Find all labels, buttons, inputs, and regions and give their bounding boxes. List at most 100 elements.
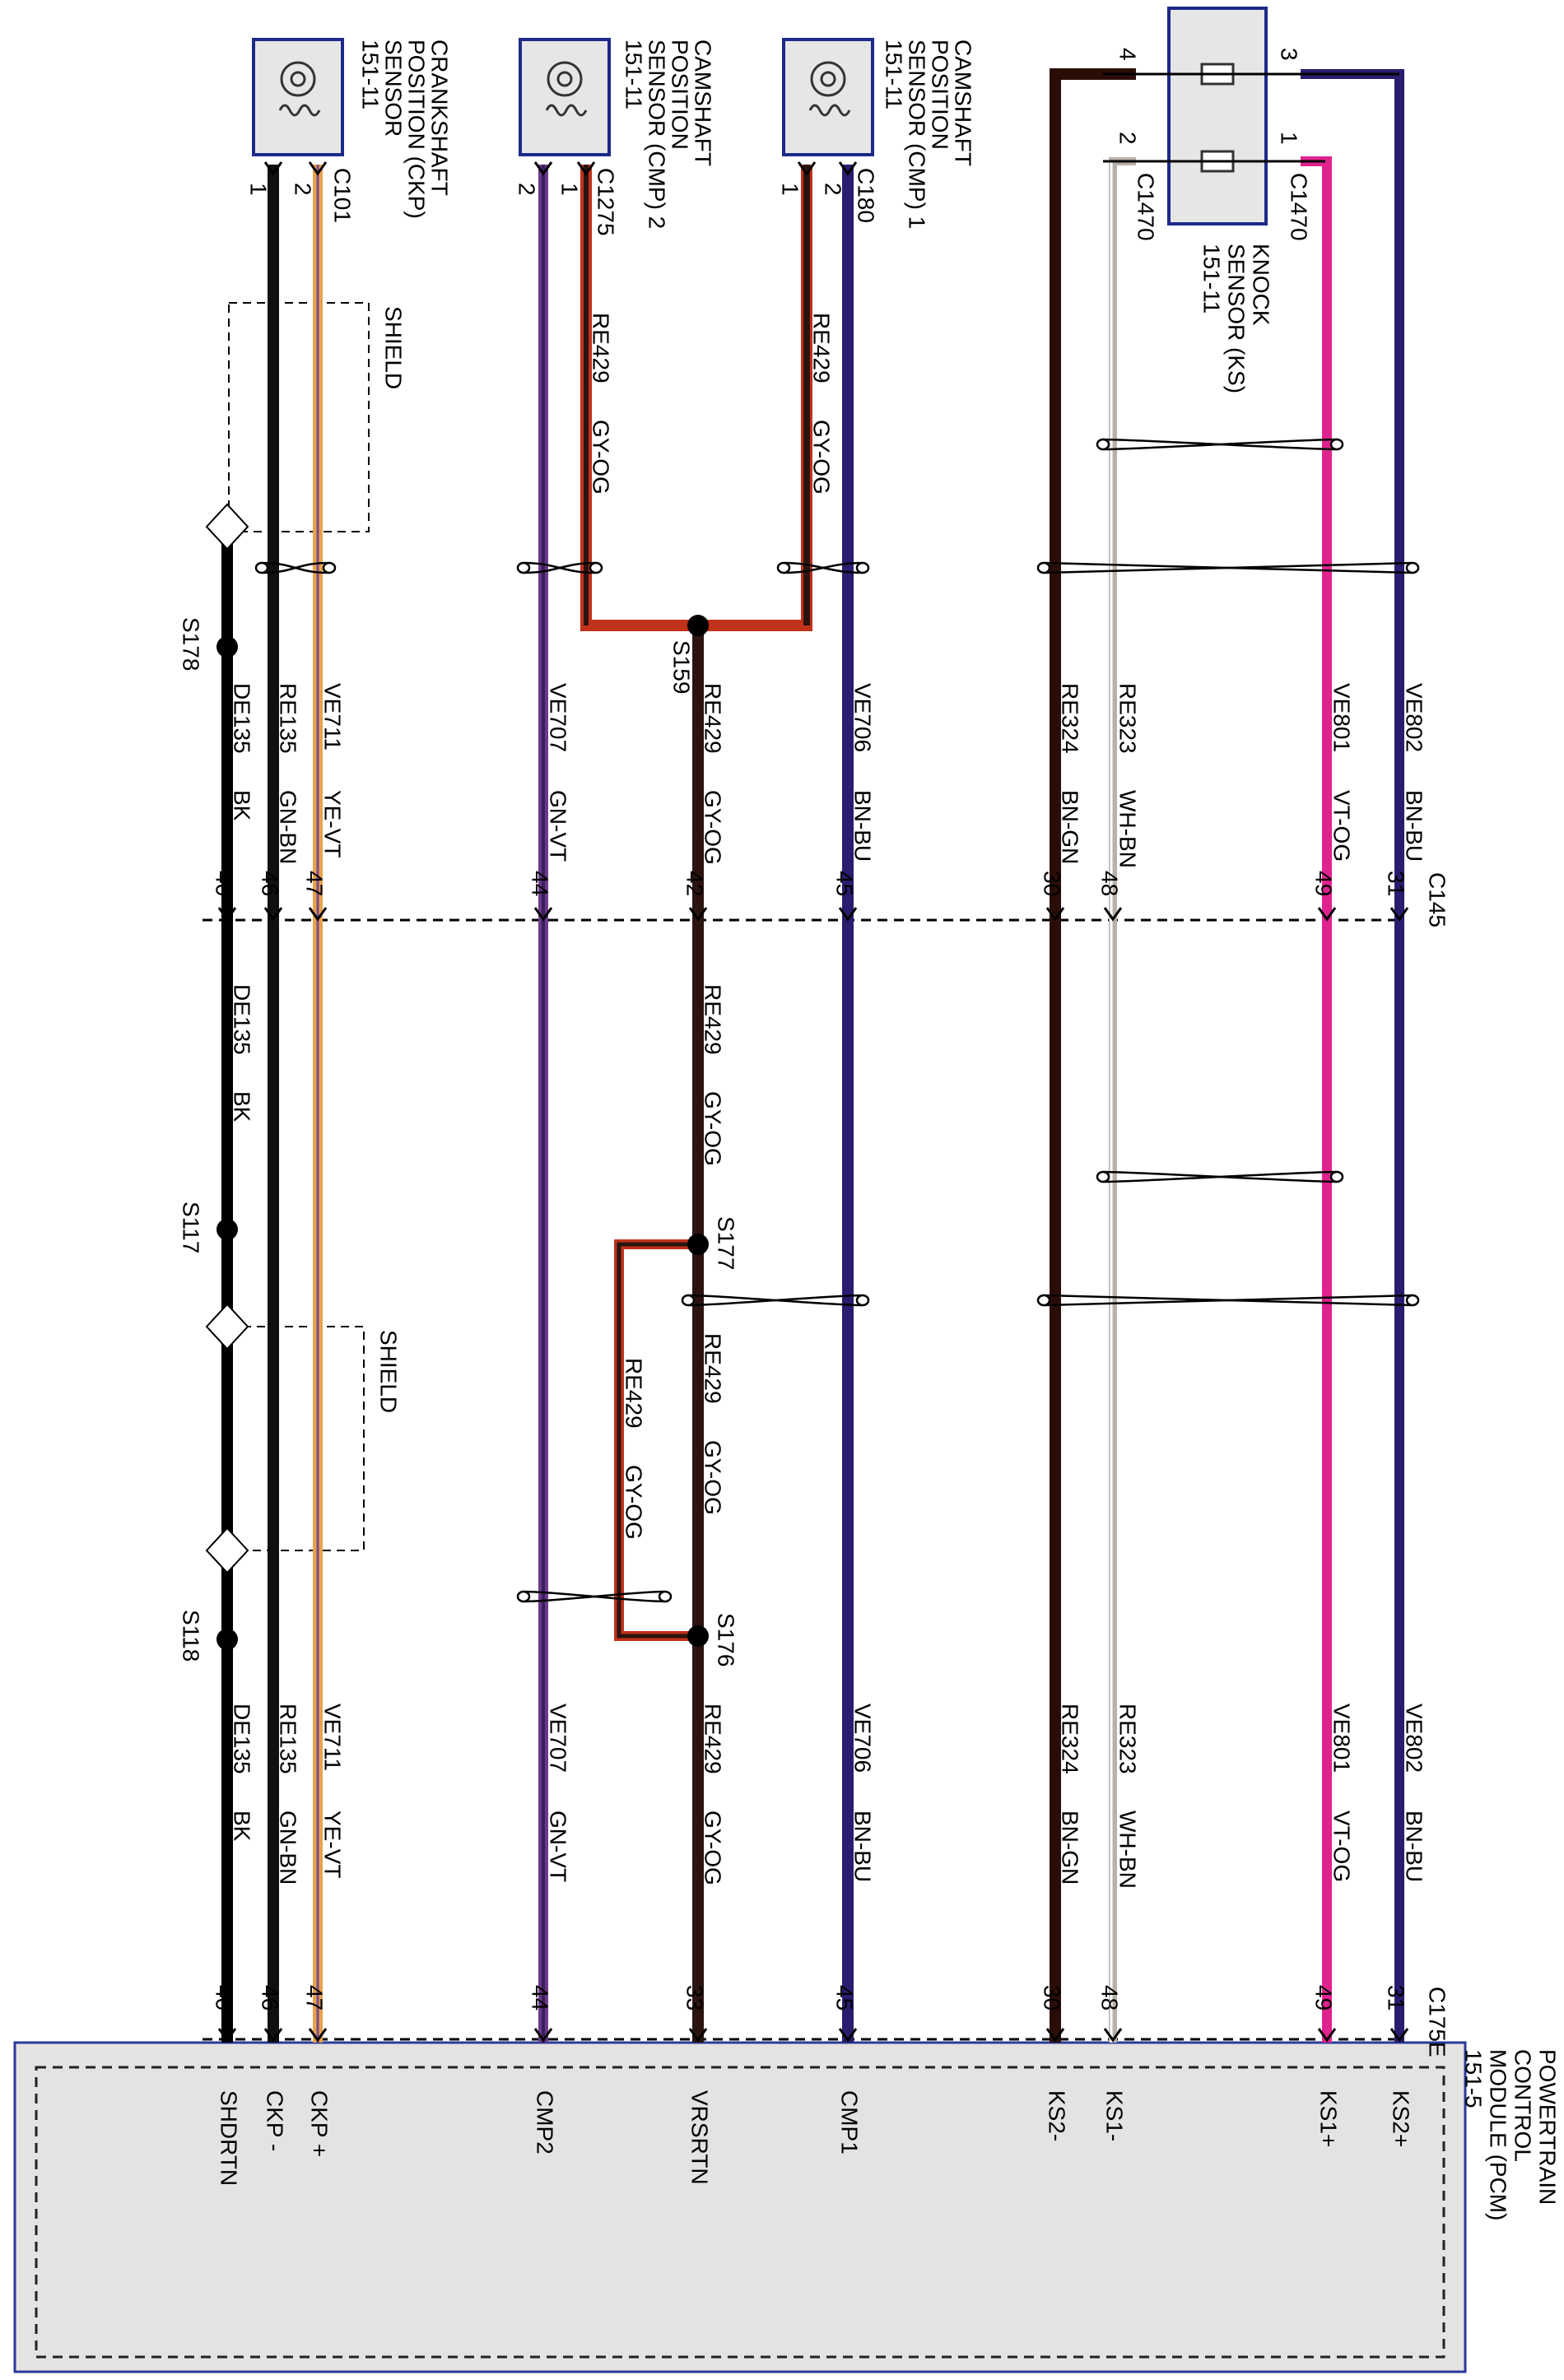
pin-pcm-ks2p: 31 (1384, 1985, 1409, 2010)
twist-ks-outer-strand-b (1043, 561, 1413, 574)
twist-ks-outer-lower-strand-b (1043, 1294, 1413, 1307)
pin-arrow-mid-ks1p (1317, 907, 1337, 922)
twist-cmp1-end-b (855, 561, 870, 574)
pin-arrow-sensor-0 (263, 161, 283, 176)
pcm-pin-shd: SHDRTN (216, 2090, 242, 2186)
twist-cmp1-end-a (776, 561, 791, 574)
pin-arrow-pcm-shd (217, 2028, 237, 2043)
wire-label-circuit-ks2p-upper: VE802 (1402, 683, 1427, 752)
splice-label-s159: S159 (669, 640, 695, 694)
twist-vrs-cmp1-end-a (681, 1294, 696, 1307)
ckp-connector-label: C101 (330, 168, 356, 223)
cmp1-pin-2: 2 (821, 183, 846, 196)
pcm-pin-cmp2: CMP2 (533, 2090, 558, 2155)
wire-label-color-shd-lower: BK (230, 1811, 255, 1842)
wire-label-circuit-shd-lower: DE135 (230, 1704, 255, 1774)
twist-ks-inner-upper-end-a (1096, 438, 1110, 451)
wire-ve801 (1301, 156, 1332, 2043)
twist-ks-inner-lower (1096, 1170, 1344, 1183)
pin-mid-ks2p: 31 (1384, 871, 1409, 896)
gear-hub-icon (820, 71, 836, 87)
ckp-pin-2: 2 (291, 183, 316, 196)
wire-label-color-ks2m-upper: BN-GN (1058, 790, 1083, 864)
twist-ks-outer-lower-end-a (1036, 1294, 1051, 1307)
pin-arrow-pcm-cmp2 (533, 2028, 553, 2043)
pin-mid-ckpm: 46 (258, 871, 283, 896)
connector-c145-label: C145 (1425, 872, 1450, 927)
twist-cmp2-lower-strand-b (523, 1590, 666, 1603)
branch-label-color-loop: GY-OG (621, 1465, 647, 1540)
shield-label-lower: SHIELD (376, 1330, 402, 1413)
cmp1-title-line-0: CAMSHAFT (951, 40, 976, 166)
wire-label-circuit-ks1m-lower: RE323 (1115, 1704, 1141, 1774)
pin-arrow-pcm-vrs (688, 2028, 708, 2043)
twist-cmp1 (776, 561, 870, 574)
connector-c175e-label: C175E (1425, 1987, 1450, 2057)
wire-label-color-shd-mid: BK (230, 1091, 255, 1123)
knock-sensor (1167, 7, 1268, 225)
wire-label-circuit-ckpp-upper: VE711 (320, 683, 346, 751)
pcm-pin-ks2m: KS2- (1045, 2090, 1070, 2141)
pin-pcm-ks1p: 49 (1311, 1985, 1337, 2010)
pin-mid-ks1p: 49 (1311, 871, 1337, 896)
wire-re429-cmp1 (698, 165, 812, 631)
branch-label-circuit-cmp1: RE429 (809, 313, 835, 383)
pcm-pin-ks2p: KS2+ (1389, 2090, 1414, 2147)
pin-arrow-pcm-ks1p (1317, 2028, 1337, 2043)
pin-arrow-mid-ckpp (308, 907, 328, 922)
wire-label-circuit-ks1p-upper: VE801 (1329, 683, 1355, 752)
pin-arrow-pcm-cmp1 (838, 2028, 858, 2043)
pin-pcm-ckpp: 47 (302, 1985, 328, 2010)
twist-ks-inner-upper-strand-b (1102, 438, 1338, 451)
shield-box-lower (228, 1326, 365, 1551)
pin-arrow-mid-ckpm (263, 907, 283, 922)
wire-label-circuit-cmp2-upper: VE707 (546, 683, 571, 752)
wire-label-circuit-vrs-mid: RE429 (701, 984, 726, 1055)
cmp2-sensor (519, 38, 611, 156)
cmp1-sensor-body (782, 38, 874, 156)
twist-ks-inner-upper (1096, 438, 1344, 451)
wire-label-color-ks2m-lower: BN-GN (1058, 1811, 1083, 1885)
pcm-pin-cmp1: CMP1 (837, 2090, 863, 2155)
pin-pcm-cmp2: 44 (528, 1985, 553, 2010)
shield-label-upper: SHIELD (381, 306, 407, 389)
gear-icon (810, 61, 846, 97)
wire-label-color-vrs-loop: GY-OG (701, 1440, 726, 1515)
wire-label-circuit-ks1p-lower: VE801 (1329, 1704, 1355, 1773)
pin-arrow-mid-ks1m (1103, 907, 1123, 922)
branch-label-color-cmp1: GY-OG (809, 420, 835, 495)
wire-label-circuit-ks2m-upper: RE324 (1058, 683, 1083, 754)
pcm-module (13, 2041, 1467, 2373)
pcm-pin-ckpp: CKP + (307, 2090, 333, 2157)
cmp2-pin-1: 1 (557, 183, 583, 196)
splice-label-s177: S177 (714, 1216, 739, 1270)
twist-cmp2-lower (516, 1590, 673, 1603)
twist-cmp2-end-a (516, 561, 531, 574)
cmp1-pin-1: 1 (778, 183, 803, 196)
splice-label-s178: S178 (179, 617, 204, 671)
wire-label-color-ckpm-upper: GN-BN (276, 790, 301, 864)
wire-label-color-ckpm-lower: GN-BN (276, 1811, 301, 1885)
twist-vrs-cmp1-end-b (855, 1294, 870, 1307)
wire-label-circuit-ks2m-lower: RE324 (1058, 1704, 1083, 1774)
ks-pin-4: 4 (1115, 48, 1141, 61)
twist-ks-outer-end-b (1405, 561, 1420, 574)
wire-label-color-ckpp-lower: YE-VT (320, 1811, 346, 1878)
wire-label-color-ks1m-lower: WH-BN (1115, 1811, 1141, 1889)
splice-label-s118: S118 (179, 1610, 204, 1662)
wire-label-circuit-vrs-lower: RE429 (701, 1704, 726, 1774)
pin-pcm-shd: 40 (212, 1985, 237, 2010)
wire-label-circuit-ckpm-lower: RE135 (276, 1704, 301, 1774)
splice-s176 (687, 1625, 709, 1647)
branch-label-circuit-loop: RE429 (621, 1358, 647, 1429)
wire-label-circuit-shd-upper: DE135 (230, 683, 255, 754)
cmp2-title-line-1: POSITION (668, 40, 693, 150)
shield-ground-lower (205, 1527, 249, 1574)
twist-ks-inner-lower-end-a (1096, 1170, 1110, 1183)
pcm-title-line-3: 151-5 (1461, 2049, 1487, 2108)
pin-arrow-sensor-4 (797, 161, 817, 176)
twist-ckp-strand-b (261, 561, 330, 574)
ks-title-line-2: 151-11 (1199, 244, 1225, 314)
wire-label-color-vrs-lower: GY-OG (701, 1811, 726, 1885)
wire-label-color-cmp2-upper: GN-VT (546, 790, 571, 862)
